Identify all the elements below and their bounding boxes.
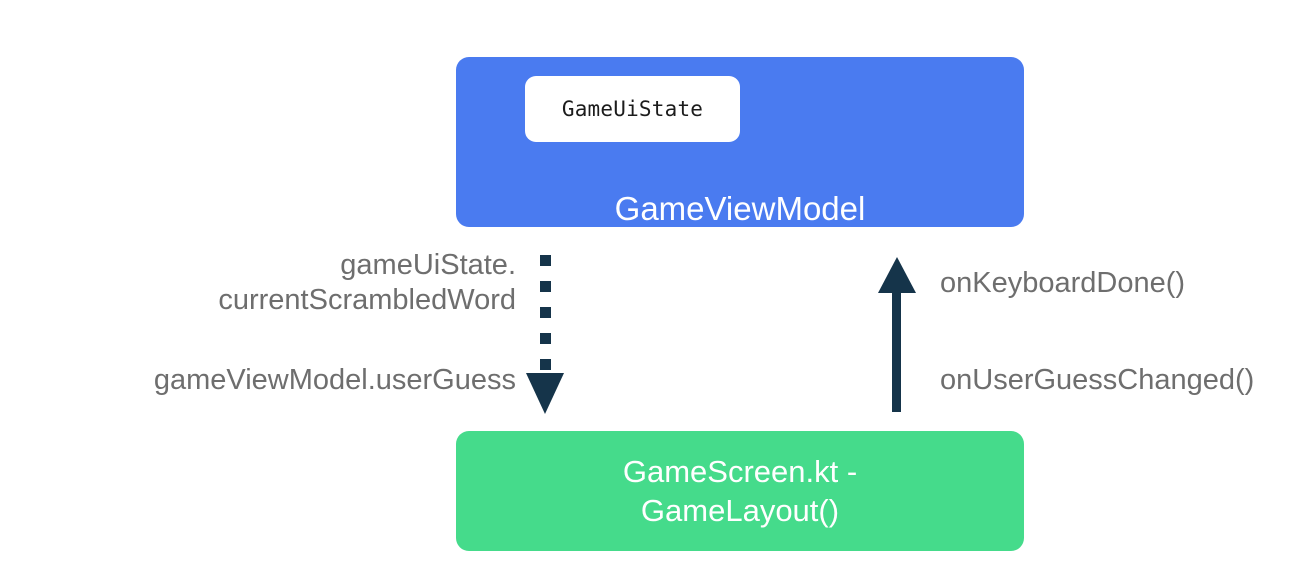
- events-up-label-top: onKeyboardDone(): [940, 267, 1186, 299]
- game-ui-state-pill: GameUiState: [525, 76, 740, 142]
- viewmodel-title: GameViewModel: [614, 190, 866, 227]
- dotted-segment: [540, 359, 551, 370]
- state-down-label-top: gameUiState. currentScrambledWord: [218, 249, 516, 317]
- viewmodel-node: GameUiState GameViewModel: [456, 57, 1024, 227]
- dotted-segment: [540, 333, 551, 344]
- gamescreen-title: GameScreen.kt - GameLayout(): [622, 453, 858, 528]
- dotted-segment: [540, 255, 551, 266]
- dotted-segment: [540, 307, 551, 318]
- state-down-label-bottom: gameViewModel.userGuess: [153, 364, 516, 396]
- dotted-segment: [540, 281, 551, 292]
- arrowhead-up-icon: [878, 257, 916, 293]
- events-up-label-bottom: onUserGuessChanged(): [940, 364, 1255, 396]
- arrow-shaft: [892, 288, 901, 412]
- gamescreen-node: GameScreen.kt - GameLayout(): [456, 431, 1024, 551]
- game-ui-state-label: GameUiState: [561, 97, 704, 121]
- arrowhead-down-icon: [526, 373, 564, 414]
